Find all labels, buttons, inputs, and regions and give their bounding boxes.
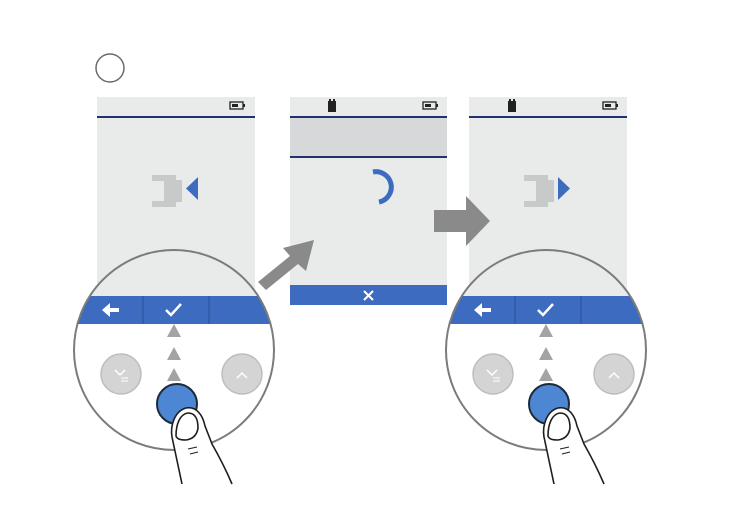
step-number-circle [96,54,124,82]
up-button[interactable] [594,354,634,394]
magnifier-2 [432,240,662,484]
menu-down-button[interactable] [101,354,141,394]
menu-down-button[interactable] [473,354,513,394]
screen-2 [290,97,447,305]
up-button[interactable] [222,354,262,394]
magnifier-1 [60,240,290,484]
